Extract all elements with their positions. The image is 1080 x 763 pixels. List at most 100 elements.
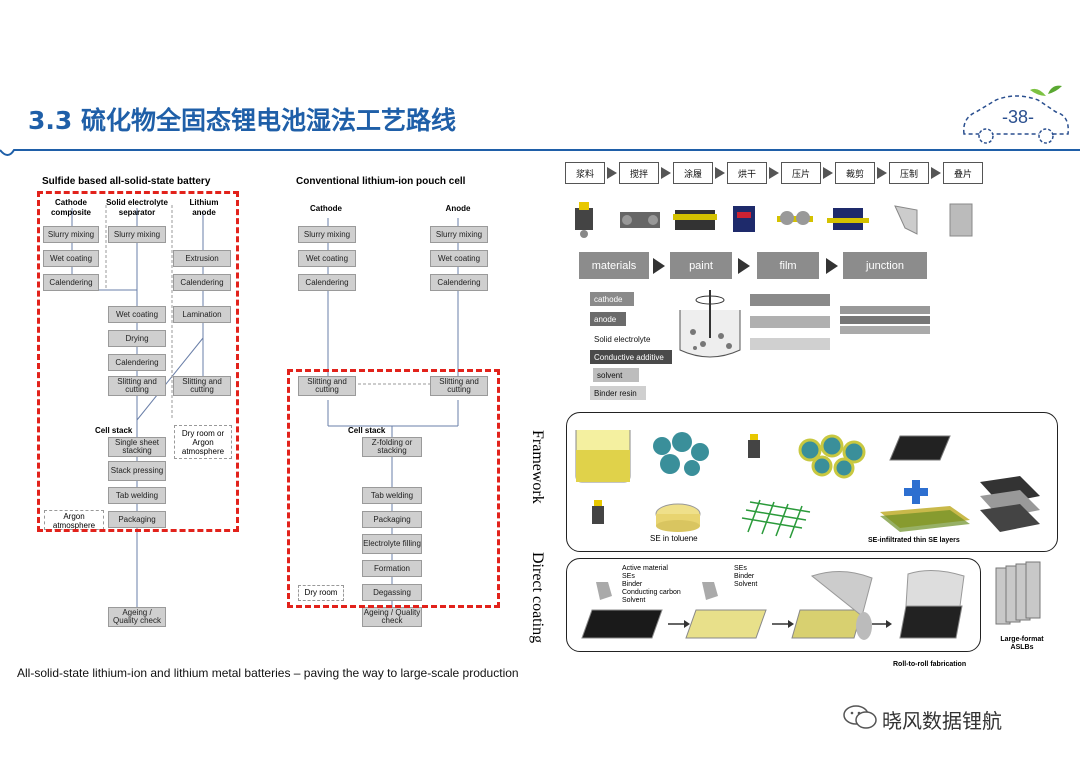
footer-brand: 晓风数据锂航 — [882, 709, 1002, 733]
roll-to-roll-label: Roll-to-roll fabrication — [893, 661, 967, 668]
roll-coating-icon — [791, 571, 873, 640]
arrow-icon — [872, 620, 892, 628]
mixer-icon — [575, 202, 593, 238]
cathode-calendering: Calendering — [43, 274, 99, 291]
middle-cathode-wet-coating: Wet coating — [298, 250, 356, 267]
arrow-icon — [823, 167, 833, 179]
middle-anode-slitting: Slitting and cutting — [430, 376, 488, 396]
car-logo-icon — [963, 85, 1069, 144]
middle-cathode-calendering: Calendering — [298, 274, 356, 291]
list2-item: SEs — [734, 565, 747, 572]
se-in-toluene-label: SE in toluene — [650, 534, 698, 543]
large-format-aslbs-label: Large-format ASLBs — [1000, 636, 1044, 651]
middle-column-anode: Anode — [445, 204, 471, 213]
left-cell-stack-label: Cell stack — [95, 426, 133, 435]
coating-list-1: Active material SEs Binder Conducting ca… — [622, 565, 681, 605]
arrow-icon — [668, 620, 690, 628]
list1-item: SEs — [622, 573, 635, 580]
framework-illustrations — [575, 430, 1040, 539]
slide-title: 3.3 硫化物全固态锂电池湿法工艺路线 — [28, 106, 456, 135]
page-number: -38- — [1002, 107, 1035, 127]
component-cathode: cathode — [590, 292, 634, 306]
wechat-icon — [843, 705, 877, 729]
electrolyte-filling: Electrolyte filling — [362, 534, 422, 554]
column-header-lithium-anode: Lithium anode — [189, 198, 219, 217]
single-sheet-stacking: Single sheet stacking — [108, 437, 166, 457]
middle-red-dashed-frame — [287, 369, 500, 608]
cn-step-compacting: 压制 — [889, 162, 929, 184]
left-red-dashed-frame — [37, 191, 239, 532]
cathode-slurry-mixing: Slurry mixing — [43, 226, 99, 243]
anode-extrusion: Extrusion — [173, 250, 231, 267]
direct-coating-side-label: Direct coating — [529, 552, 546, 644]
flow-junction: junction — [843, 252, 927, 279]
dryer-icon — [733, 206, 755, 232]
left-packaging: Packaging — [108, 511, 166, 528]
arrow-icon — [738, 258, 750, 274]
plus-icon — [904, 480, 928, 504]
coated-particles-icon — [798, 434, 866, 479]
dish-icon — [655, 503, 701, 532]
list1-item: Binder — [622, 581, 643, 588]
header-underline — [0, 149, 1080, 156]
merged-wet-coating: Wet coating — [108, 306, 166, 323]
kneader-icon — [620, 212, 660, 228]
degassing: Degassing — [362, 584, 422, 601]
stacked-layers-icon — [840, 306, 930, 334]
list2-item: Solvent — [734, 581, 758, 588]
cn-step-drying: 烘干 — [727, 162, 767, 184]
roller-press-icon — [777, 211, 813, 225]
middle-cathode-slurry: Slurry mixing — [298, 226, 356, 243]
left-tab-welding: Tab welding — [108, 487, 166, 504]
list1-item: Conducting carbon — [622, 589, 681, 596]
middle-diagram-title: Conventional lithium-ion pouch cell — [296, 176, 466, 187]
anode-calendering: Calendering — [173, 274, 231, 291]
equipment-icons-row — [575, 202, 973, 238]
formation: Formation — [362, 560, 422, 577]
direct-coating-illustration — [581, 570, 965, 640]
merged-drying: Drying — [108, 330, 166, 347]
infiltrated-layer-icon — [880, 506, 970, 532]
arrow-icon — [661, 167, 671, 179]
column-header-separator: Solid electrolyte separator — [106, 198, 168, 217]
cathode-wet-coating: Wet coating — [43, 250, 99, 267]
cn-step-slurry: 浆料 — [565, 162, 605, 184]
list1-item: Solvent — [622, 597, 646, 604]
coating-list-2: SEs Binder Solvent — [734, 565, 757, 589]
arrow-icon — [826, 258, 838, 274]
laminated-sheet-icon — [899, 570, 965, 639]
arrow-icon — [772, 620, 794, 628]
middle-column-cathode: Cathode — [310, 204, 342, 213]
component-anode: anode — [590, 312, 626, 326]
cn-step-cutting: 裁剪 — [835, 162, 875, 184]
list2-item: Binder — [734, 573, 755, 580]
beaker-icon — [575, 430, 631, 483]
dry-room-note: Dry room — [298, 585, 344, 601]
middle-anode-slurry: Slurry mixing — [430, 226, 488, 243]
middle-anode-calendering: Calendering — [430, 274, 488, 291]
pouch-cell-icon — [949, 203, 973, 237]
arrow-icon — [715, 167, 725, 179]
component-binder-resin: Binder resin — [590, 386, 646, 400]
flow-film: film — [757, 252, 819, 279]
z-folding-stacking: Z-folding or stacking — [362, 437, 422, 457]
thin-se-layers-label: SE-infiltrated thin SE layers — [868, 537, 960, 544]
cn-step-coating: 涂履 — [673, 162, 713, 184]
anode-lamination: Lamination — [173, 306, 231, 323]
middle-cathode-slitting: Slitting and cutting — [298, 376, 356, 396]
film-layers-icon — [750, 294, 830, 350]
press-sheet-icon — [894, 205, 918, 235]
mixing-and-film-illustration — [679, 290, 930, 358]
arrow-icon — [769, 167, 779, 179]
dry-room-argon-note: Dry room or Argon atmosphere — [174, 425, 232, 459]
merged-slitting-cutting: Slitting and cutting — [108, 376, 166, 396]
arrow-icon — [607, 167, 617, 179]
component-solid-electrolyte: Solid electrolyte — [590, 332, 660, 346]
separator-slurry-mixing: Slurry mixing — [108, 226, 166, 243]
flow-materials: materials — [579, 252, 649, 279]
middle-packaging: Packaging — [362, 511, 422, 528]
cn-step-stirring: 搅拌 — [619, 162, 659, 184]
anode-slitting-cutting: Slitting and cutting — [173, 376, 231, 396]
cn-step-stacking: 叠片 — [943, 162, 983, 184]
particles-icon — [653, 432, 709, 476]
